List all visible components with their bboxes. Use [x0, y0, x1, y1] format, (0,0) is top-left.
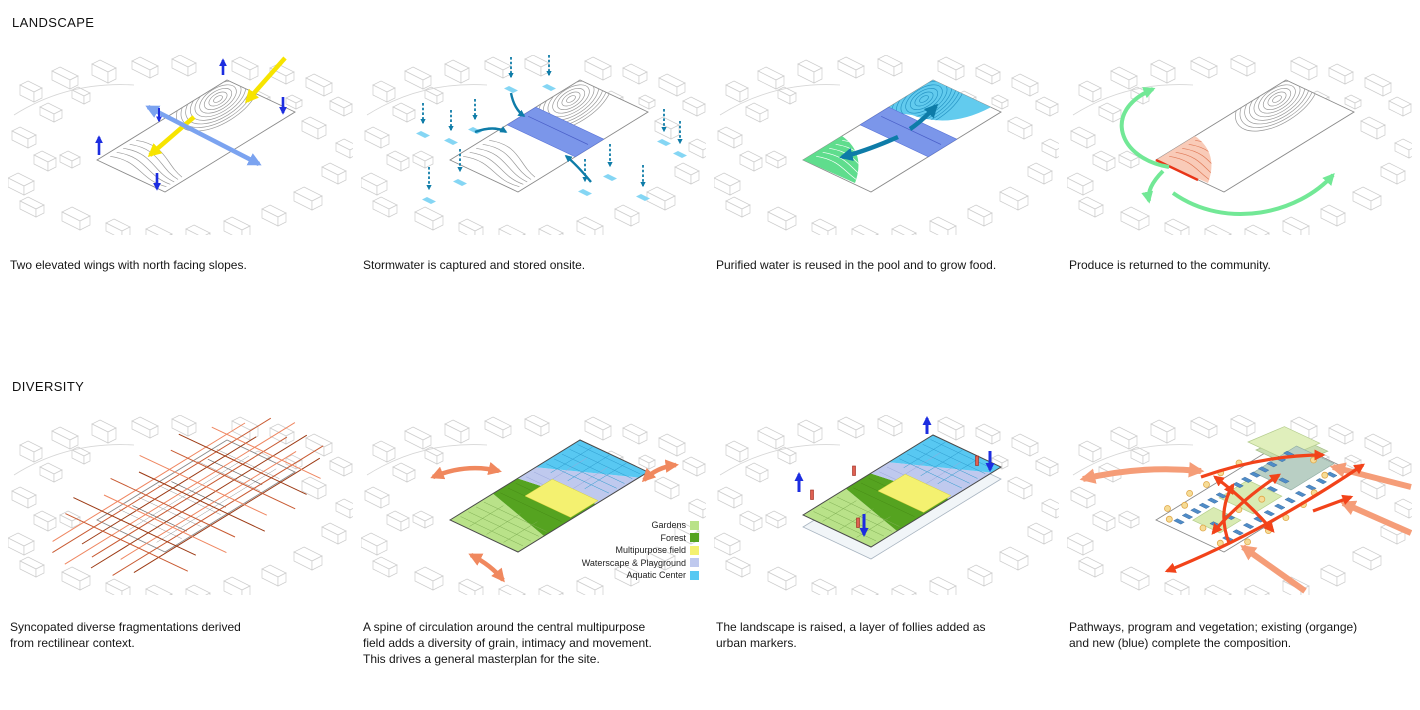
diversity-panel-row: Syncopated diverse fragmentations derive… — [8, 415, 1412, 666]
wind-double-arrow — [145, 104, 262, 167]
diagram-panel-wings: Two elevated wings with north facing slo… — [8, 55, 353, 305]
section-title-diversity: DIVERSITY — [12, 379, 85, 394]
produce-diagram — [1067, 55, 1412, 235]
produce-arrows — [1119, 87, 1335, 216]
reuse-arrows — [839, 103, 939, 162]
diagram-panel-raised-follies: The landscape is raised, a layer of foll… — [714, 415, 1059, 665]
harvest-area — [1156, 136, 1212, 183]
diagram-panel-fragmentation: Syncopated diverse fragmentations derive… — [8, 415, 353, 665]
legend-swatch — [690, 545, 699, 555]
fragmentation-grid-lines — [52, 417, 324, 576]
diagram-panel-pathways: Pathways, program and vegetation; existi… — [1067, 415, 1412, 665]
fragmentation-diagram — [8, 415, 353, 595]
panel-caption: The landscape is raised, a layer of foll… — [716, 620, 986, 650]
diagram-panel-purified-water: Purified water is reused in the pool and… — [714, 55, 1059, 305]
panel-caption: Two elevated wings with north facing slo… — [10, 258, 247, 272]
panel-caption: Purified water is reused in the pool and… — [716, 258, 997, 272]
section-title-landscape: LANDSCAPE — [12, 15, 95, 30]
landscape-panel-row: Two elevated wings with north facing slo… — [8, 55, 1412, 305]
stormwater-diagram — [361, 55, 706, 235]
diagram-panel-masterplan: Gardens Forest Multipurpose field Waters… — [361, 415, 706, 666]
legend-row: Forest — [582, 532, 699, 545]
diagram-panel-stormwater: Stormwater is captured and stored onsite… — [361, 55, 706, 305]
collection-arrows — [474, 92, 592, 183]
panel-caption: A spine of circulation around the centra… — [363, 620, 652, 666]
circulation-arrows — [430, 459, 679, 583]
pool-hill — [868, 80, 991, 121]
legend-row: Waterscape & Playground — [582, 557, 699, 570]
panel-caption: Pathways, program and vegetation; existi… — [1069, 620, 1358, 650]
access-arrows — [794, 416, 995, 537]
roof-catchment-patches — [416, 84, 687, 204]
food-garden-hill — [803, 136, 859, 183]
diagram-panel-produce: Produce is returned to the community. — [1067, 55, 1412, 305]
airflow-arrows — [95, 58, 287, 191]
legend-label: Waterscape & Playground — [581, 557, 686, 568]
rain-arrows — [420, 55, 683, 191]
pathways-diagram — [1067, 415, 1412, 595]
legend-swatch — [690, 533, 699, 543]
panel-caption: Stormwater is captured and stored onsite… — [363, 258, 586, 272]
legend-swatch — [690, 570, 699, 580]
panel-caption: Produce is returned to the community. — [1069, 258, 1271, 272]
legend-label: Aquatic Center — [626, 570, 686, 581]
follies — [810, 455, 979, 528]
legend-row: Aquatic Center — [582, 569, 699, 582]
new-pathway-arrows — [1164, 449, 1366, 573]
legend-row: Multipurpose field — [582, 544, 699, 557]
legend-row: Gardens — [582, 519, 699, 532]
market-edge-line — [1155, 158, 1199, 182]
legend-label: Multipurpose field — [615, 545, 686, 556]
legend-label: Gardens — [651, 520, 686, 531]
raised-follies-diagram — [714, 415, 1059, 595]
legend-swatch — [690, 520, 699, 530]
purified-water-diagram — [714, 55, 1059, 235]
panel-caption: Syncopated diverse fragmentations derive… — [10, 620, 241, 650]
masterplan-legend: Gardens Forest Multipurpose field Waters… — [582, 519, 699, 582]
legend-swatch — [690, 558, 699, 568]
wings-diagram — [8, 55, 353, 235]
legend-label: Forest — [660, 532, 686, 543]
masterplan-diagram — [361, 415, 706, 595]
